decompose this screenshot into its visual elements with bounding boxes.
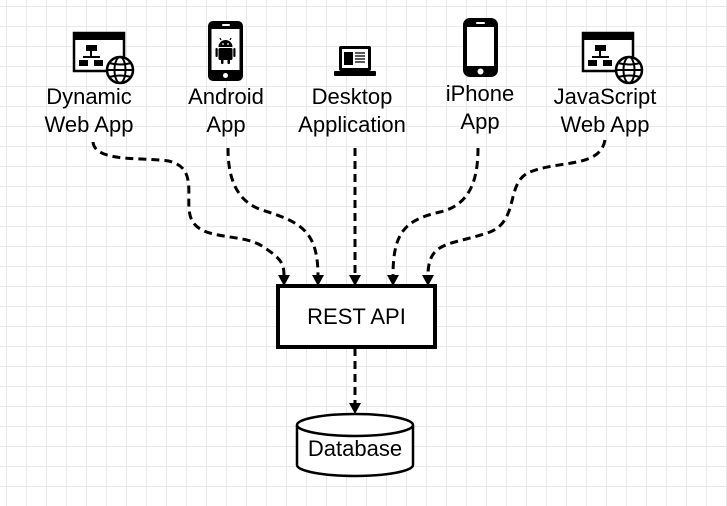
arrowhead-desktop-application [349, 275, 361, 286]
android-phone-icon [208, 21, 243, 81]
client-label-android-app-line2: App [206, 112, 245, 137]
arrowhead-dynamic-web-app [278, 275, 290, 286]
connector-iphone-app [391, 147, 480, 277]
client-label-desktop-application-line2: Application [298, 112, 406, 137]
web-app-globe-icon [72, 31, 135, 85]
rest-api-label: REST API [307, 304, 406, 329]
connector-android-app [226, 147, 320, 277]
client-label-javascript-web-app-line2: Web App [561, 112, 650, 137]
connector-javascript-web-app [426, 139, 607, 277]
client-label-javascript-web-app-line1: JavaScript [554, 84, 657, 109]
arrowhead-android-app [312, 275, 324, 286]
client-label-iphone-app-line2: App [460, 109, 499, 134]
client-label-dynamic-web-app-line2: Web App [45, 112, 134, 137]
database-cylinder [295, 412, 415, 478]
client-label-dynamic-web-app-line1: Dynamic [46, 84, 132, 109]
arrowhead-iphone-app [387, 275, 399, 286]
client-label-android-app-line1: Android [188, 84, 264, 109]
client-label-desktop-application-line1: Desktop [312, 84, 393, 109]
arrowhead-javascript-web-app [422, 275, 434, 286]
database-label: Database [308, 436, 402, 461]
rest-api-box [276, 284, 437, 349]
iphone-icon [463, 18, 498, 77]
web-app-globe-icon [581, 31, 644, 85]
connector-dynamic-web-app [91, 141, 286, 277]
laptop-icon [334, 46, 376, 76]
client-label-iphone-app-line1: iPhone [446, 81, 515, 106]
arrowhead-database [349, 403, 361, 414]
